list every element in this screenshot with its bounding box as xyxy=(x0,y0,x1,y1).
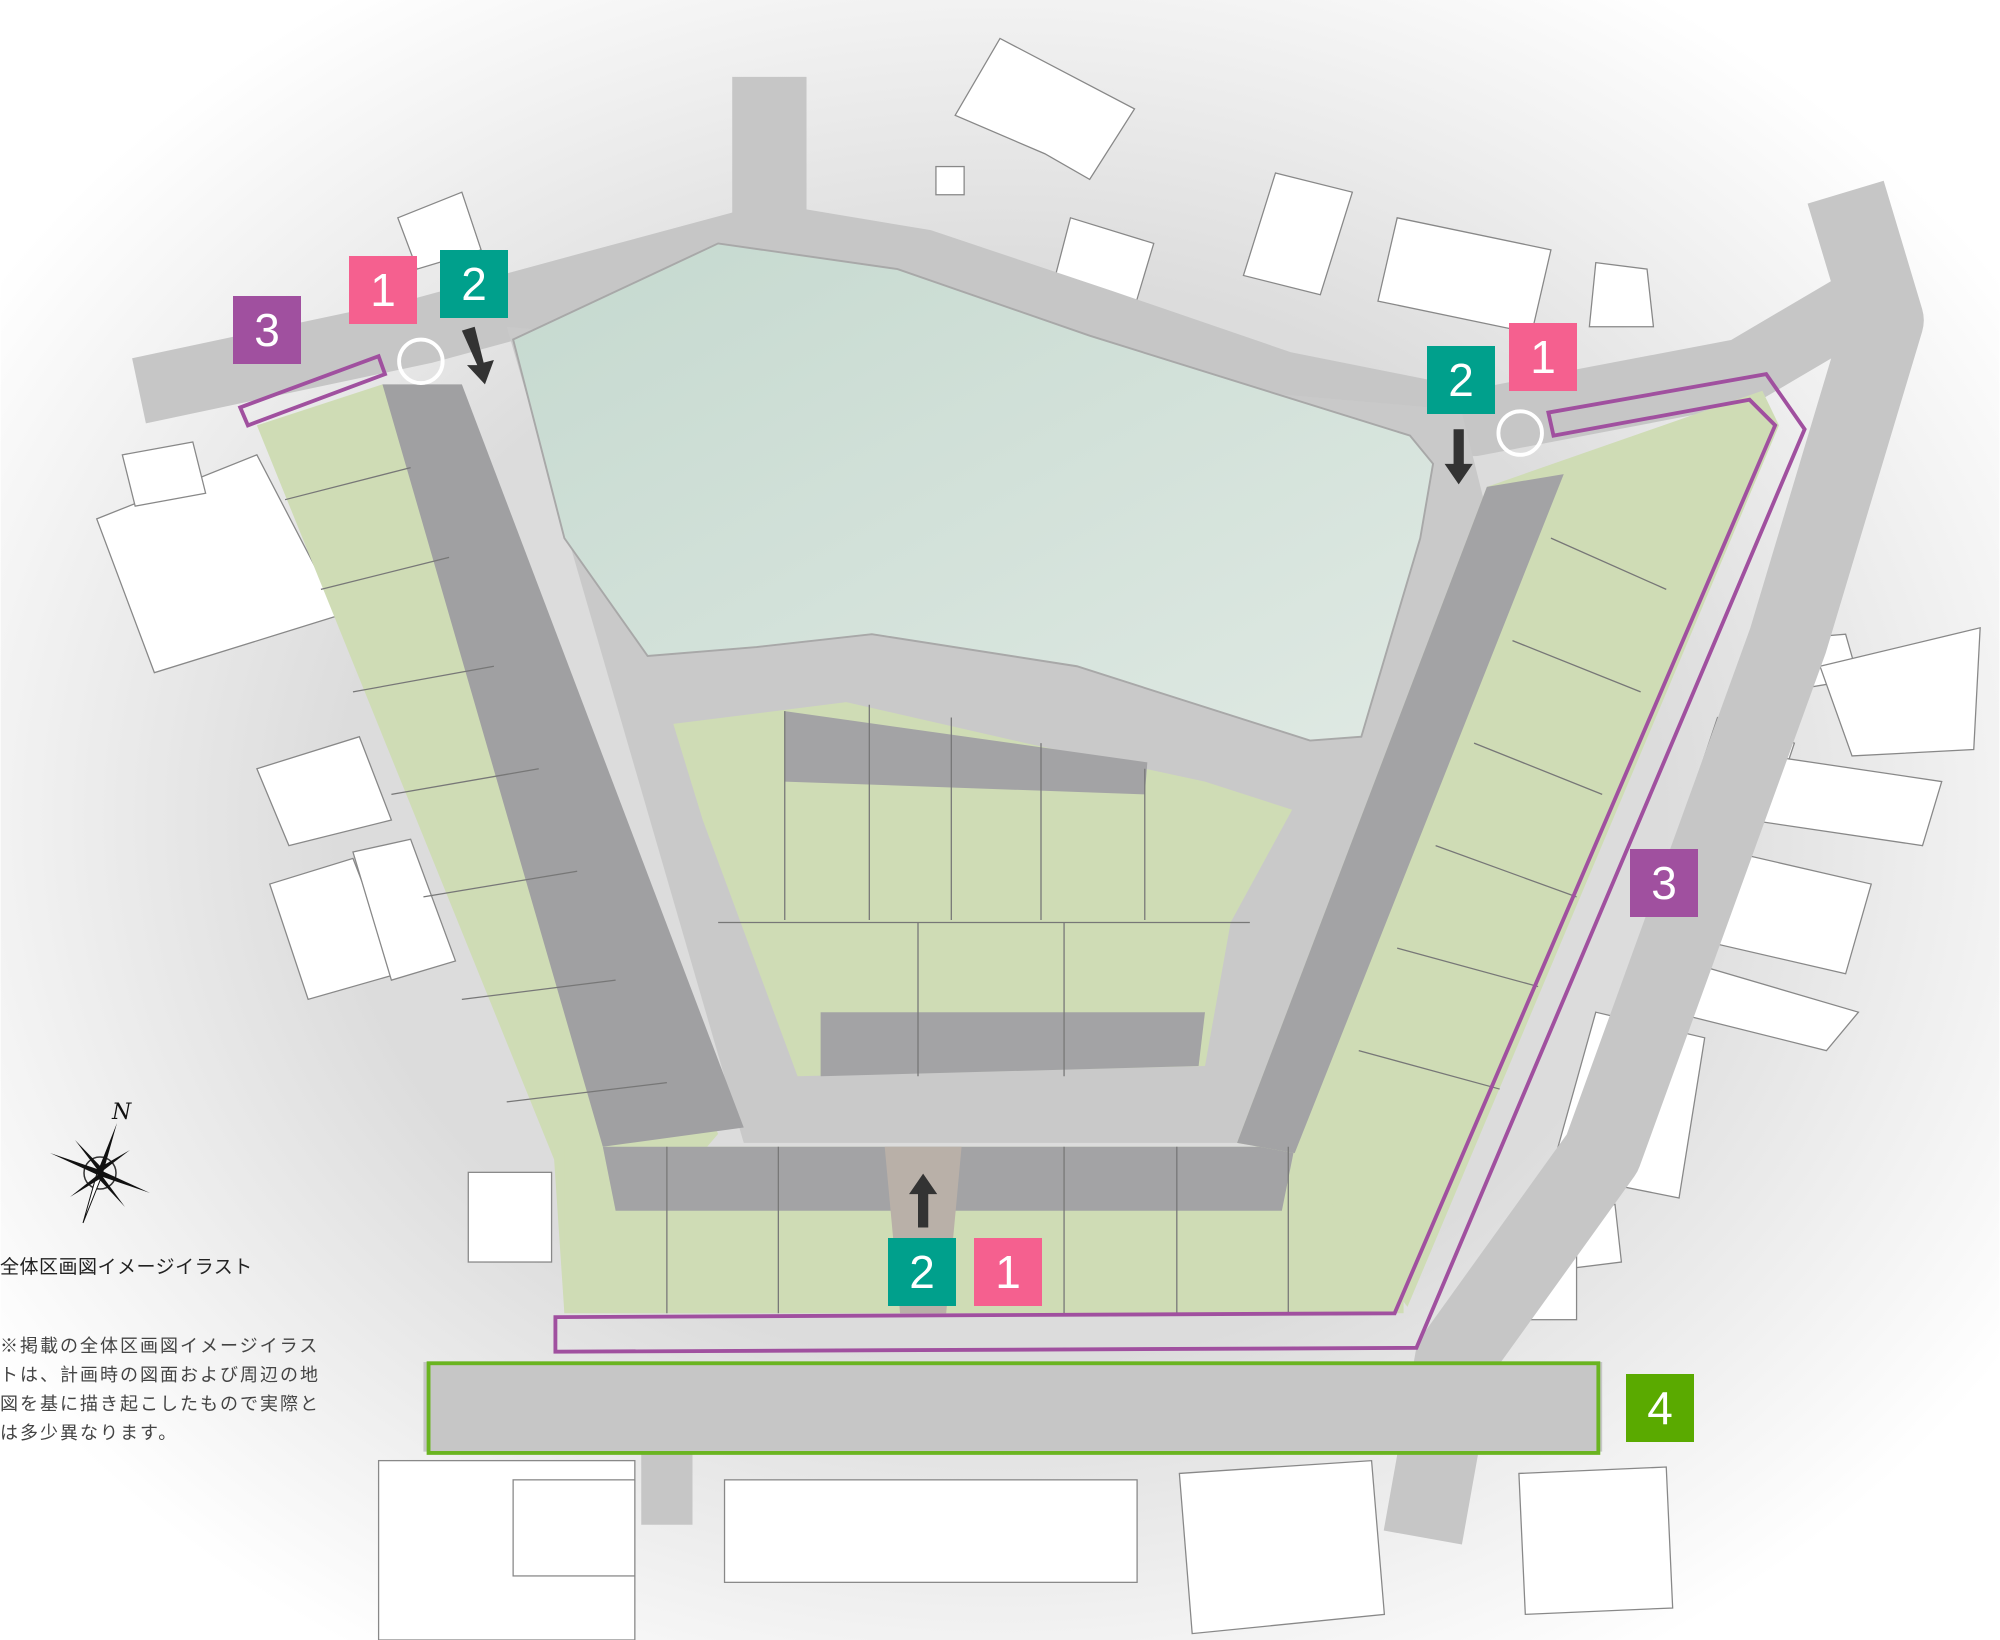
entrance-circle-left xyxy=(397,337,445,386)
marker-1[interactable]: 1 xyxy=(974,1238,1042,1306)
north-label: N xyxy=(112,1100,132,1125)
marker-2[interactable]: 2 xyxy=(888,1238,956,1306)
disclaimer-note: ※掲載の全体区画図イメージイラストは、計画時の図面および周辺の地図を基に描き起こ… xyxy=(0,1336,320,1444)
compass-rose-icon xyxy=(50,1123,150,1224)
pond xyxy=(511,242,1435,742)
map-caption: 全体区画図イメージイラスト xyxy=(0,1256,253,1278)
marker-2[interactable]: 2 xyxy=(1427,346,1495,414)
marker-3[interactable]: 3 xyxy=(1630,849,1698,917)
marker-2[interactable]: 2 xyxy=(440,250,508,318)
marker-1[interactable]: 1 xyxy=(1509,323,1577,391)
marker-1[interactable]: 1 xyxy=(349,256,417,324)
marker-3[interactable]: 3 xyxy=(233,296,301,364)
marker-4[interactable]: 4 xyxy=(1626,1374,1694,1442)
zone-3-outline-left xyxy=(237,353,388,428)
arrow-down-icon xyxy=(461,326,494,385)
roads xyxy=(132,76,1924,1545)
zone-4-outline xyxy=(426,1361,1601,1455)
residential-lots xyxy=(256,384,1779,1314)
lot-divisions xyxy=(284,467,1667,1314)
zone-3-outline-main xyxy=(553,372,1807,1354)
arrow-down-icon xyxy=(1444,429,1473,485)
arrow-up-icon xyxy=(909,1173,938,1228)
entrance-circle-right xyxy=(1496,409,1544,457)
